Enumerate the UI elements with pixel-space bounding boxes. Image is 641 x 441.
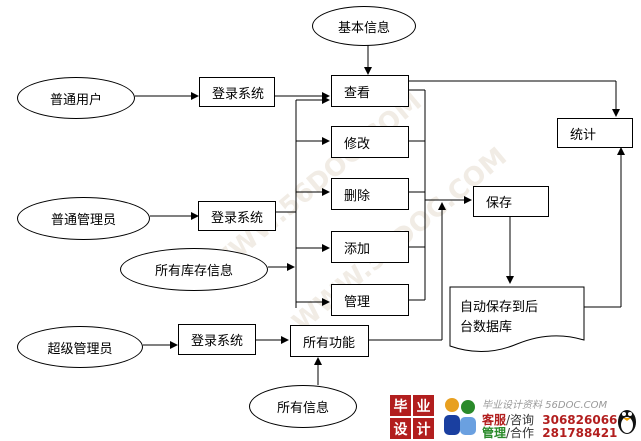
site-banner: 毕 业 设 计 毕业设计资料 56DOC.COM 客服/咨询 306826066… [390, 395, 640, 441]
all-stock-info-ellipse: 所有库存信息 [120, 248, 268, 291]
guanli-label: 管理 [482, 426, 507, 440]
people-icon [444, 398, 476, 435]
manage-box: 管理 [331, 284, 409, 316]
auto-save-line-2: 台数据库 [460, 320, 513, 335]
auto-save-shape [449, 286, 585, 353]
kefu-label: 客服 [482, 413, 507, 427]
logo-char: 设 [390, 418, 411, 439]
add-box: 添加 [331, 231, 409, 263]
normal-admin-ellipse: 普通管理员 [17, 197, 150, 240]
login-system-box-3: 登录系统 [178, 324, 256, 355]
site-line: 毕业设计资料 56DOC.COM [482, 400, 608, 411]
delete-box: 删除 [331, 178, 409, 210]
penguin-icon [618, 410, 636, 434]
view-box: 查看 [331, 75, 409, 107]
basic-info-ellipse: 基本信息 [312, 6, 416, 46]
guanli-qq: 281788421 [542, 426, 618, 440]
edit-box: 修改 [331, 126, 409, 158]
all-info-ellipse: 所有信息 [249, 385, 357, 428]
login-system-box-1: 登录系统 [199, 77, 275, 107]
stats-box: 统计 [557, 118, 633, 148]
logo-char: 业 [413, 395, 434, 416]
auto-save-label: 自动保存到后 台数据库 [460, 298, 538, 338]
super-admin-ellipse: 超级管理员 [17, 326, 143, 368]
auto-save-line-1: 自动保存到后 [460, 300, 539, 315]
kefu-qq: 306826066 [542, 413, 618, 427]
normal-user-ellipse: 普通用户 [17, 77, 135, 119]
login-system-box-2: 登录系统 [198, 201, 276, 231]
kefu-line: 客服/咨询 306826066 [482, 411, 617, 428]
kefu-suffix: /咨询 [506, 413, 535, 427]
save-box: 保存 [473, 186, 549, 217]
all-functions-box: 所有功能 [290, 325, 369, 357]
logo-char: 毕 [390, 395, 411, 416]
logo-char: 计 [413, 418, 434, 439]
guanli-suffix: /合作 [506, 426, 535, 440]
guanli-line: 管理/合作 281788421 [482, 424, 617, 441]
